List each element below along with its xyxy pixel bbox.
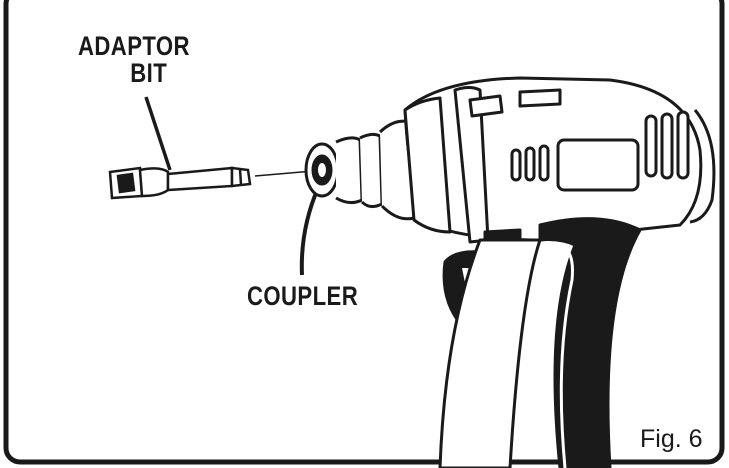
adaptor-bit-label-line2: BIT — [130, 58, 168, 88]
figure-border — [3, 0, 725, 465]
adaptor-bit-icon — [108, 166, 252, 200]
coupler-leader-line — [299, 187, 320, 276]
figure-number: Fig. 6 — [640, 425, 703, 453]
adaptor-bit-label-line1: ADAPTOR — [78, 31, 190, 61]
impact-driver-icon — [403, 76, 716, 468]
adaptor-bit-label: ADAPTOR BIT — [78, 33, 190, 87]
coupler-label: COUPLER — [247, 281, 359, 311]
coupler-icon — [304, 119, 416, 221]
adaptor-leader-line — [144, 96, 172, 171]
